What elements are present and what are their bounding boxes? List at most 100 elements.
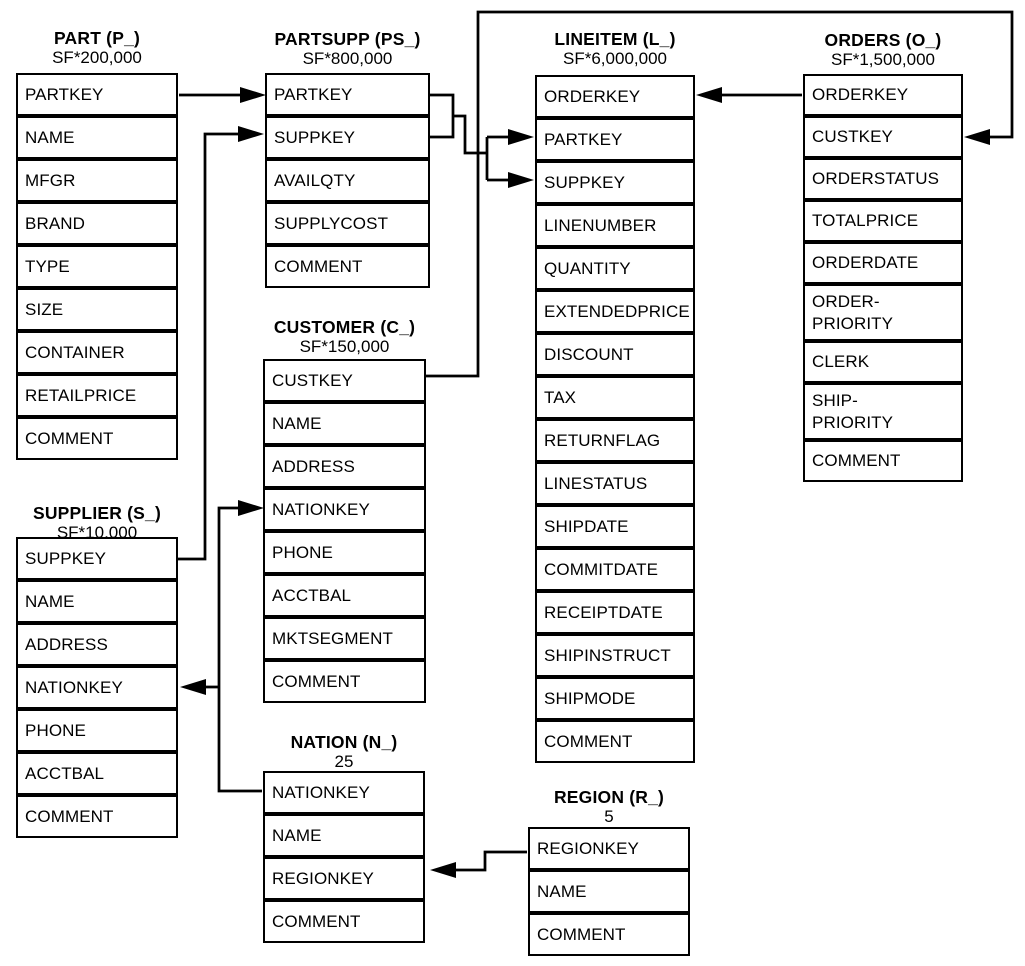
lineitem-column-shipmode: SHIPMODE <box>535 677 695 720</box>
supplier-column-comment: COMMENT <box>16 795 178 838</box>
column-label: SHIPMODE <box>544 688 636 708</box>
table-header-partsupp: PARTSUPP (PS_)SF*800,000 <box>235 29 460 69</box>
customer-column-acctbal: ACCTBAL <box>263 574 426 617</box>
supplier-column-phone: PHONE <box>16 709 178 752</box>
part-column-type: TYPE <box>16 245 178 288</box>
column-label: TOTALPRICE <box>812 211 919 231</box>
table-cardinality-customer: SF*150,000 <box>299 337 390 356</box>
customer-column-custkey: CUSTKEY <box>263 359 426 402</box>
column-label: REGIONKEY <box>272 868 374 888</box>
column-label: SUPPKEY <box>544 172 626 192</box>
column-label: SUPPLYCOST <box>274 213 389 233</box>
nation-column-name: NAME <box>263 814 425 857</box>
column-label: COMMENT <box>25 806 114 826</box>
lineitem-column-shipinstruct: SHIPINSTRUCT <box>535 634 695 677</box>
orders-column-custkey: CUSTKEY <box>803 116 963 158</box>
column-label: ORDERDATE <box>812 253 919 273</box>
lineitem-column-commitdate: COMMITDATE <box>535 548 695 591</box>
column-label: AVAILQTY <box>274 170 356 190</box>
column-label: PARTKEY <box>274 84 353 104</box>
orders-column-orderstatus: ORDERSTATUS <box>803 158 963 200</box>
partsupp-column-supplycost: SUPPLYCOST <box>265 202 430 245</box>
edge-nation-nationkey-to-supplier-nationkey <box>180 679 219 695</box>
column-label: REGIONKEY <box>537 838 639 858</box>
column-label: SIZE <box>25 299 64 319</box>
column-label: ACCTBAL <box>272 585 352 605</box>
lineitem-column-tax: TAX <box>535 376 695 419</box>
column-label: NAME <box>537 881 587 901</box>
column-label: NATIONKEY <box>272 499 370 519</box>
supplier-column-nationkey: NATIONKEY <box>16 666 178 709</box>
table-header-region: REGION (R_)5 <box>498 787 720 827</box>
column-label: ACCTBAL <box>25 763 105 783</box>
table-title-orders: ORDERS (O_) <box>824 30 942 50</box>
lineitem-column-quantity: QUANTITY <box>535 247 695 290</box>
column-label: SHIPINSTRUCT <box>544 645 671 665</box>
customer-column-comment: COMMENT <box>263 660 426 703</box>
orders-column-clerk: CLERK <box>803 341 963 383</box>
table-title-customer: CUSTOMER (C_) <box>273 317 416 337</box>
column-label: NAME <box>272 825 322 845</box>
column-label: BRAND <box>25 213 86 233</box>
column-label: RETURNFLAG <box>544 430 661 450</box>
column-label: CUSTKEY <box>812 127 893 147</box>
column-label: NAME <box>25 127 75 147</box>
lineitem-column-linestatus: LINESTATUS <box>535 462 695 505</box>
table-title-lineitem: LINEITEM (L_) <box>554 29 676 49</box>
edge-region-regionkey-to-nation-regionkey <box>430 850 527 878</box>
column-label: PHONE <box>272 542 333 562</box>
partsupp-column-partkey: PARTKEY <box>265 73 430 116</box>
table-cardinality-nation: 25 <box>334 752 354 771</box>
column-label: MFGR <box>25 170 76 190</box>
orders-column-comment: COMMENT <box>803 440 963 482</box>
table-title-supplier: SUPPLIER (S_) <box>32 503 162 523</box>
column-label: PARTKEY <box>544 129 623 149</box>
partsupp-column-suppkey: SUPPKEY <box>265 116 430 159</box>
supplier-column-acctbal: ACCTBAL <box>16 752 178 795</box>
column-label: QUANTITY <box>544 258 631 278</box>
partsupp-column-comment: COMMENT <box>265 245 430 288</box>
column-label: ORDER- PRIORITY <box>812 292 894 333</box>
column-label: CONTAINER <box>25 342 125 362</box>
column-label: CLERK <box>812 352 870 372</box>
table-cardinality-orders: SF*1,500,000 <box>831 50 935 69</box>
table-title-partsupp: PARTSUPP (PS_) <box>274 29 421 49</box>
part-column-mfgr: MFGR <box>16 159 178 202</box>
part-column-comment: COMMENT <box>16 417 178 460</box>
edge-partsupp-keys-to-lineitem-keys <box>429 93 534 188</box>
column-label: TYPE <box>25 256 70 276</box>
table-header-orders: ORDERS (O_)SF*1,500,000 <box>773 30 993 70</box>
part-column-retailprice: RETAILPRICE <box>16 374 178 417</box>
edge-part-partkey-to-partsupp-partkey <box>179 87 266 103</box>
column-label: MKTSEGMENT <box>272 628 393 648</box>
table-cardinality-partsupp: SF*800,000 <box>302 49 393 68</box>
table-title-nation: NATION (N_) <box>290 732 398 752</box>
lineitem-column-receiptdate: RECEIPTDATE <box>535 591 695 634</box>
column-label: TAX <box>544 387 577 407</box>
table-header-part: PART (P_)SF*200,000 <box>0 28 208 68</box>
column-label: COMMENT <box>544 731 633 751</box>
column-label: NATIONKEY <box>25 677 123 697</box>
column-label: PARTKEY <box>25 84 104 104</box>
customer-column-mktsegment: MKTSEGMENT <box>263 617 426 660</box>
nation-column-nationkey: NATIONKEY <box>263 771 425 814</box>
table-header-customer: CUSTOMER (C_)SF*150,000 <box>233 317 456 357</box>
table-cardinality-part: SF*200,000 <box>52 48 142 67</box>
column-label: ADDRESS <box>25 634 108 654</box>
lineitem-column-suppkey: SUPPKEY <box>535 161 695 204</box>
orders-column-ship-priority: SHIP- PRIORITY <box>803 383 963 440</box>
orders-column-order-priority: ORDER- PRIORITY <box>803 284 963 341</box>
column-label: SUPPKEY <box>274 127 356 147</box>
table-partsupp: PARTKEY SUPPKEY AVAILQTY SUPPLYCOST COMMENT <box>265 73 430 288</box>
column-label: RETAILPRICE <box>25 385 137 405</box>
table-header-lineitem: LINEITEM (L_)SF*6,000,000 <box>505 29 725 69</box>
orders-column-orderkey: ORDERKEY <box>803 74 963 116</box>
lineitem-column-shipdate: SHIPDATE <box>535 505 695 548</box>
column-label: LINESTATUS <box>544 473 648 493</box>
column-label: COMMENT <box>272 911 361 931</box>
part-column-name: NAME <box>16 116 178 159</box>
